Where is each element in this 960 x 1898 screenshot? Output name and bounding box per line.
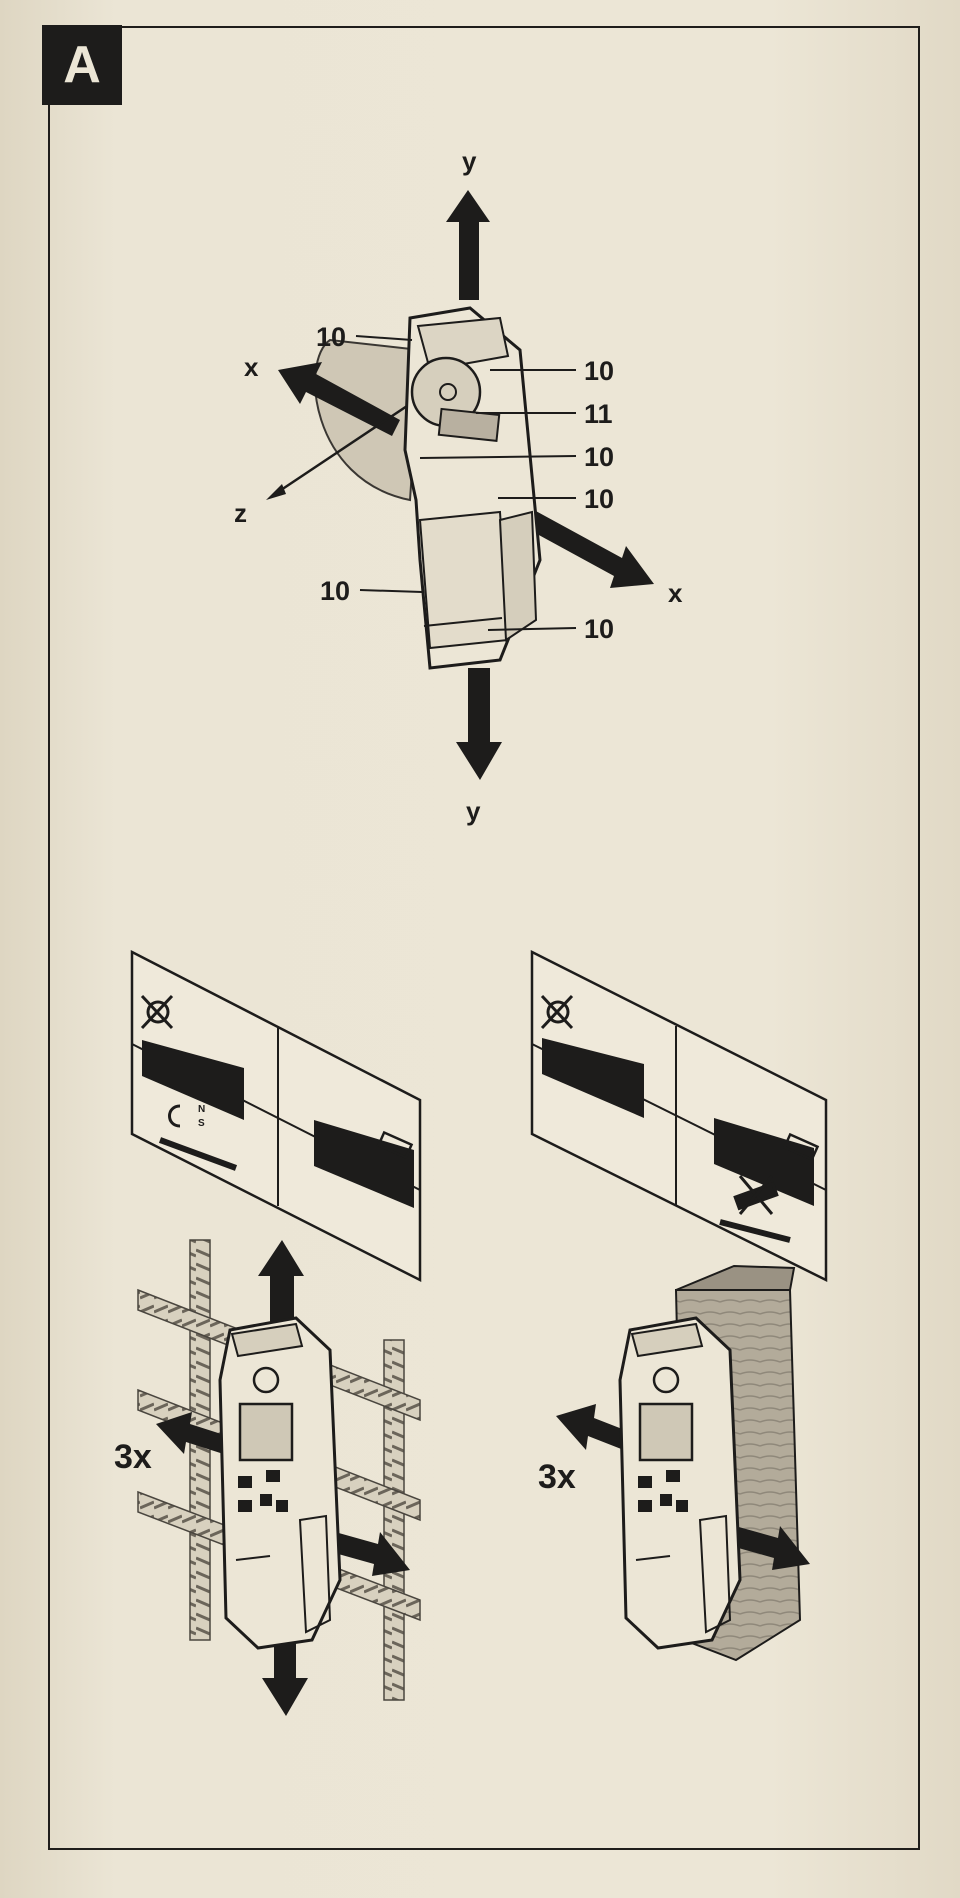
axis-z-label: z xyxy=(234,498,247,528)
arrow-left xyxy=(156,1412,240,1458)
sensor-window xyxy=(437,407,501,442)
wood-indicator-line xyxy=(719,1219,791,1243)
callout-number: 10 xyxy=(320,576,350,606)
callout-number: 10 xyxy=(584,484,614,514)
arrow-left xyxy=(556,1404,640,1454)
axis-y-top-label: y xyxy=(462,146,477,176)
figure-frame xyxy=(48,26,920,1850)
detector-device xyxy=(618,1316,742,1650)
repeat-count-label: 3x xyxy=(114,1438,152,1476)
device-keypad xyxy=(638,1470,688,1512)
arrow-x-left xyxy=(278,362,400,436)
callout-number: 10 xyxy=(584,614,614,644)
axis-x-right-label: x xyxy=(668,578,683,608)
magnet-icon: N S xyxy=(168,1104,205,1129)
battery-icon xyxy=(782,1132,820,1162)
axis-x-left-label: x xyxy=(244,352,259,382)
signal-strength-bars xyxy=(142,1040,414,1208)
display-panel-wood xyxy=(530,949,828,1283)
axis-y-bottom-label: y xyxy=(466,796,481,826)
arrow-y-up xyxy=(446,190,490,300)
arrow-right xyxy=(324,1530,410,1576)
section-label-badge: A xyxy=(42,25,122,105)
display-panel-metal: N S xyxy=(130,949,422,1283)
no-signal-icon xyxy=(540,994,574,1030)
device-screen xyxy=(238,1402,294,1462)
callout-number: 10 xyxy=(316,322,346,352)
axis-diagram: y y x x z 10 10 11 10 10 10 10 xyxy=(234,146,683,826)
calibration-wood-scene: 3x xyxy=(538,1264,810,1662)
arrow-down xyxy=(262,1620,308,1716)
arrow-right xyxy=(724,1524,810,1570)
arrow-z-head xyxy=(266,484,286,500)
calibration-rebar-scene: 3x xyxy=(114,1239,421,1716)
callout-number: 10 xyxy=(584,442,614,472)
metal-indicator-line xyxy=(158,1137,238,1171)
arrow-y-down xyxy=(456,668,502,780)
arrow-x-right xyxy=(526,510,654,588)
no-signal-icon xyxy=(140,994,174,1030)
repeat-count-label: 3x xyxy=(538,1458,576,1496)
callout-number: 11 xyxy=(584,399,613,429)
svg-text:S: S xyxy=(198,1118,205,1129)
wood-detect-crossed-icon xyxy=(733,1175,779,1215)
device-screen xyxy=(638,1402,694,1462)
detector-device xyxy=(218,1316,342,1650)
callout-number: 10 xyxy=(584,356,614,386)
svg-text:N: N xyxy=(198,1104,205,1115)
device-keypad xyxy=(238,1470,288,1512)
signal-strength-bars xyxy=(542,1038,814,1206)
battery-icon xyxy=(376,1130,414,1160)
